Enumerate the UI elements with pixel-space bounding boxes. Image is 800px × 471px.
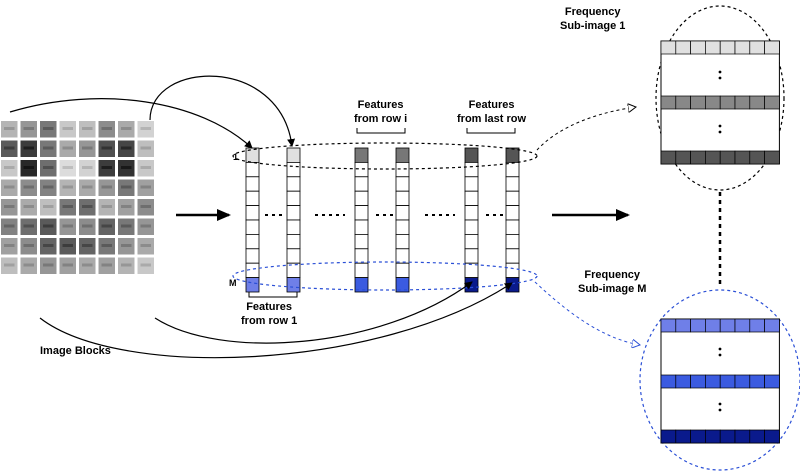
feature-column — [505, 147, 520, 293]
image-blocks-grid — [0, 120, 156, 276]
top-row-selection-ellipse — [232, 142, 538, 170]
feature-brackets — [248, 128, 516, 298]
sub-image-boxes — [660, 40, 780, 444]
feature-column — [395, 147, 410, 293]
sub-image-1-ellipse — [655, 5, 785, 191]
feature-column — [354, 147, 369, 293]
features-row1-label: Features from row 1 — [241, 301, 298, 327]
sub-image-m-box — [660, 318, 780, 444]
feature-columns — [245, 147, 520, 293]
freq-sub-image-m-label: Frequency Sub-image M — [578, 269, 647, 295]
features-lastrow-label: Features from last row — [457, 99, 527, 125]
frequency-strip — [660, 429, 780, 444]
freq-sub-image-1-label: Frequency Sub-image 1 — [560, 6, 626, 32]
row-index-1: 1 — [233, 152, 239, 162]
feature-column — [464, 147, 479, 293]
arrow-to-sub-image-1 — [536, 107, 636, 151]
frequency-strip — [660, 374, 780, 389]
frequency-strip — [660, 95, 780, 110]
sub-image-1-box — [660, 40, 780, 165]
features-rowi-label: Features from row i — [354, 99, 408, 125]
curved-mapping-arrows — [9, 75, 513, 359]
arrow-to-sub-image-m — [534, 281, 640, 345]
frequency-strip — [660, 40, 780, 55]
row-index-m: M — [229, 278, 237, 288]
bottom-row-selection-ellipse — [232, 261, 538, 291]
sub-image-m-ellipse — [639, 289, 800, 471]
feature-column — [286, 147, 301, 293]
image-blocks-label: Image Blocks — [40, 345, 111, 357]
frequency-strip — [660, 318, 780, 333]
frequency-strip — [660, 150, 780, 165]
feature-column — [245, 147, 260, 293]
